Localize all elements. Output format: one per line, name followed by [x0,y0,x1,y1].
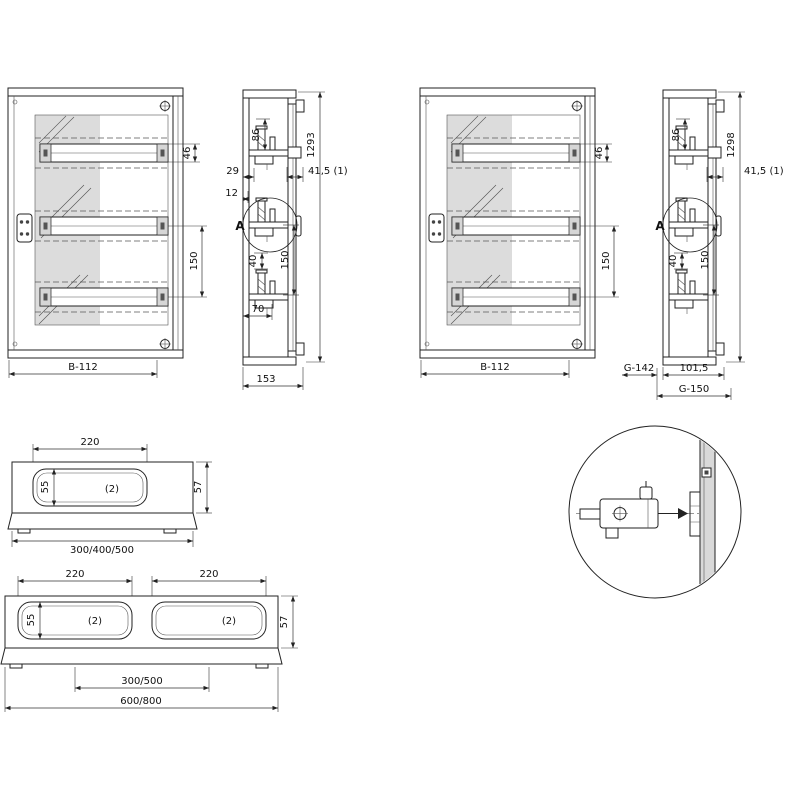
gland-plate-single: 220 55 (2) 57 300/400/500 [7,437,212,556]
dim-label-width-right: B-112 [480,362,510,373]
dim-label-220-right: 220 [199,569,218,580]
dim-label-depth-153: 153 [256,374,275,385]
detail-view-a [568,425,742,599]
dim-label-57-double: 57 [279,616,290,629]
dim-label-220-left: 220 [65,569,84,580]
detail-ref-label-right: A [655,219,665,233]
dim-label-55-double: 55 [26,614,37,627]
dim-label-widths-double: 600/800 [120,696,162,707]
dim-label-rail-pitch-right: 150 [601,251,612,270]
dim-label-220-single: 220 [80,437,99,448]
front-view-left: 46 150 B-112 [7,87,207,378]
dim-label-70: 70 [252,304,265,315]
qty-label-double-right: (2) [222,616,236,627]
dim-label-rail-height-right: 46 [594,147,605,160]
detail-mounting-plate [689,427,716,597]
dim-label-spacing-double: 300/500 [121,676,163,687]
front-view-right: 46 150 B-112 [419,87,619,378]
dim-label-pitch-side-left: 150 [280,250,291,269]
dim-label-40-right: 40 [668,255,679,268]
detail-din-clip [576,481,700,539]
gland-plate-double: 220 220 55 (2) (2) 57 300/500 600/800 [0,569,298,712]
dim-label-door-right: 41,5 (1) [744,166,784,177]
side-view-left: 86 1293 29 41,5 (1) 12 A 40 70 150 153 [225,89,348,390]
side-view-right: 86 1298 41,5 (1) A 40 150 G-142 101,5 G-… [622,89,784,400]
qty-label-single: (2) [105,484,119,495]
dim-label-86-left: 86 [251,129,262,142]
qty-label-double-left: (2) [88,616,102,627]
dim-label-door-left: 41,5 (1) [308,166,348,177]
enclosure-front-right [419,87,596,359]
dim-label-rail-pitch-left: 150 [189,251,200,270]
dim-label-57-single: 57 [193,481,204,494]
dim-label-86-right: 86 [671,129,682,142]
detail-ref-label-left: A [235,219,245,233]
dim-label-1015: 101,5 [680,363,709,374]
dim-label-55-single: 55 [40,481,51,494]
dim-label-height-right: 1298 [726,132,737,157]
dim-label-40-left: 40 [248,255,259,268]
dim-label-widths-single: 300/400/500 [70,545,134,556]
dim-label-height-left: 1293 [306,132,317,157]
enclosure-front-left [7,87,184,359]
dim-label-pitch-side-right: 150 [700,250,711,269]
mounting-arrow-icon [678,508,688,519]
dim-label-29: 29 [226,166,239,177]
dim-label-rail-height-left: 46 [182,147,193,160]
dim-label-g150: G-150 [679,384,709,395]
dim-label-width-left: B-112 [68,362,98,373]
dim-label-12: 12 [225,188,238,199]
dim-label-g142: G-142 [624,363,654,374]
